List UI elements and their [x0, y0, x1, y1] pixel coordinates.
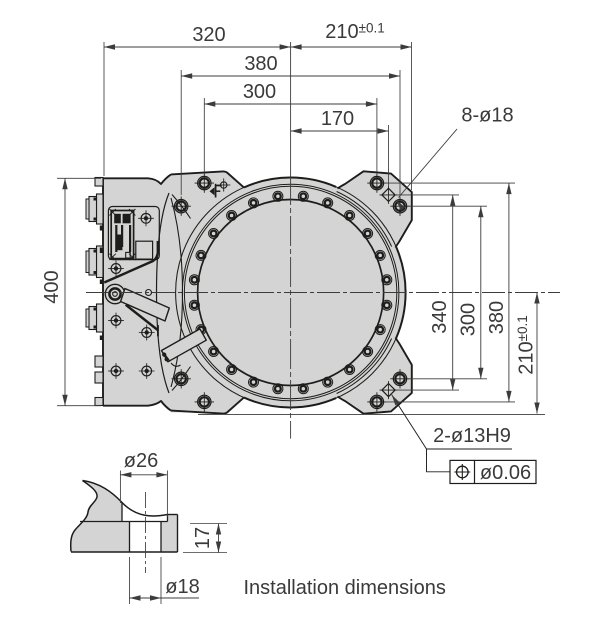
svg-text:340: 340 — [429, 300, 451, 333]
svg-text:ø18: ø18 — [165, 576, 199, 598]
svg-text:2-ø13H9: 2-ø13H9 — [433, 425, 511, 447]
svg-text:170: 170 — [321, 108, 354, 130]
svg-text:320: 320 — [192, 24, 225, 46]
svg-text:Installation dimensions: Installation dimensions — [244, 577, 446, 599]
svg-text:ø0.06: ø0.06 — [480, 462, 531, 484]
svg-text:17: 17 — [192, 527, 214, 549]
svg-text:8-ø18: 8-ø18 — [461, 105, 513, 127]
svg-text:300: 300 — [458, 303, 480, 336]
svg-text:300: 300 — [243, 81, 276, 103]
svg-text:380: 380 — [486, 301, 508, 334]
svg-text:400: 400 — [41, 270, 63, 303]
svg-text:380: 380 — [244, 53, 277, 75]
svg-text:ø26: ø26 — [124, 450, 158, 472]
